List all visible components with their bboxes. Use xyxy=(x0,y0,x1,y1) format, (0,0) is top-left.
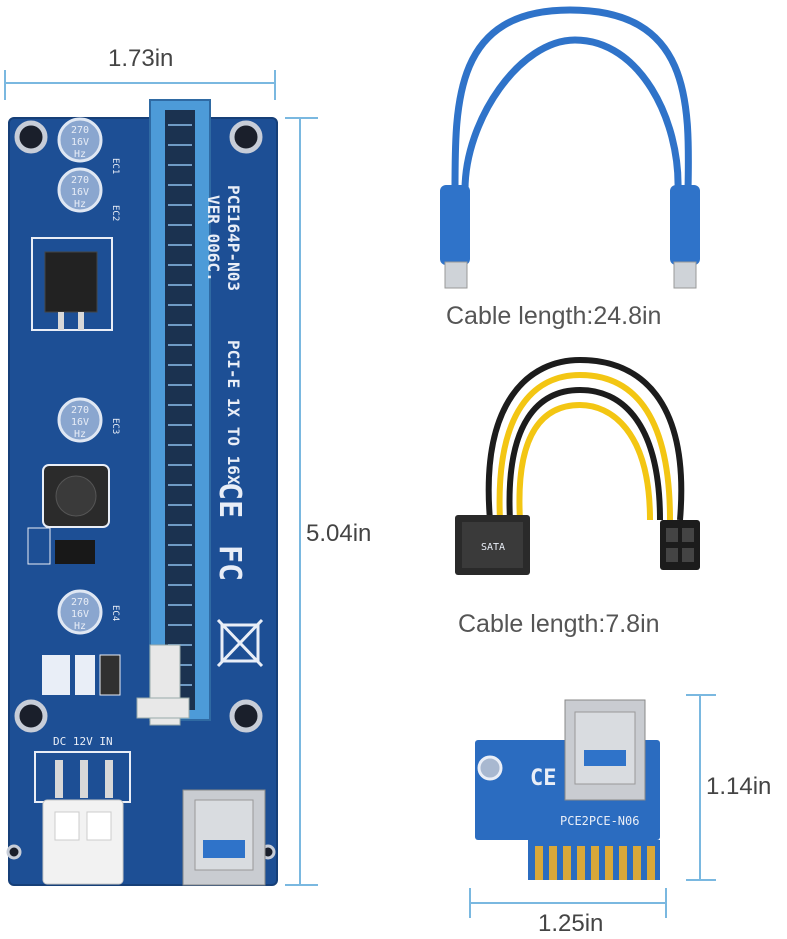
adapter-width-dimension xyxy=(469,888,667,918)
power-cable-length-caption: Cable length:7.8in xyxy=(458,610,660,638)
svg-text:DC 12V IN: DC 12V IN xyxy=(53,735,113,748)
weee-bin-icon xyxy=(216,618,264,668)
ic-chip xyxy=(27,527,95,565)
adapter-width-label: 1.25in xyxy=(538,910,604,937)
inductor xyxy=(42,464,110,528)
riser-height-label: 5.04in xyxy=(306,520,372,547)
mount-hole xyxy=(14,120,48,154)
svg-text:Hz: Hz xyxy=(74,429,86,440)
pcie-x16-slot xyxy=(136,99,211,726)
capacitor: 270 16V Hz xyxy=(57,397,103,443)
svg-text:Hz: Hz xyxy=(74,621,86,632)
adapter-board: CE PCE2PCE-N06 xyxy=(475,699,660,880)
svg-text:16V: 16V xyxy=(71,187,89,198)
svg-text:EC2: EC2 xyxy=(110,205,120,221)
svg-text:SATA: SATA xyxy=(481,542,505,553)
usb-cable-length-caption: Cable length:24.8in xyxy=(446,302,662,330)
svg-text:Hz: Hz xyxy=(74,149,86,160)
riser-width-dimension xyxy=(4,70,276,100)
voltage-regulator xyxy=(31,237,113,331)
mount-hole xyxy=(229,699,263,733)
svg-text:270: 270 xyxy=(71,597,89,608)
adapter-height-dimension xyxy=(686,694,716,881)
svg-text:PCI-E 1X TO 16X: PCI-E 1X TO 16X xyxy=(224,340,243,485)
svg-text:PCE164P-N03: PCE164P-N03 xyxy=(224,185,243,291)
usb-cable xyxy=(440,6,700,289)
svg-text:CE: CE xyxy=(212,482,247,518)
mount-hole xyxy=(229,120,263,154)
capacitor: 270 16V Hz xyxy=(57,589,103,635)
svg-text:16V: 16V xyxy=(71,417,89,428)
dc-power-connector xyxy=(34,751,131,885)
capacitor: 270 16V Hz xyxy=(57,117,103,163)
svg-text:EC4: EC4 xyxy=(110,605,120,621)
svg-text:16V: 16V xyxy=(71,609,89,620)
mount-hole xyxy=(14,699,48,733)
svg-text:FC: FC xyxy=(212,545,247,581)
svg-text:270: 270 xyxy=(71,125,89,136)
usb3-port xyxy=(182,789,266,886)
svg-text:VER 006C.: VER 006C. xyxy=(204,195,223,282)
sata-power-cable: SATA xyxy=(455,356,700,575)
svg-text:16V: 16V xyxy=(71,137,89,148)
svg-text:270: 270 xyxy=(71,175,89,186)
svg-text:EC1: EC1 xyxy=(110,158,120,174)
adapter-height-label: 1.14in xyxy=(706,773,772,800)
svg-text:Hz: Hz xyxy=(74,199,86,210)
riser-width-label: 1.73in xyxy=(108,45,174,72)
riser-board: 270 16V Hz 270 16V Hz 270 16V Hz 270 16V… xyxy=(6,99,278,886)
svg-text:CE: CE xyxy=(530,766,557,791)
svg-text:270: 270 xyxy=(71,405,89,416)
svg-text:EC3: EC3 xyxy=(110,418,120,434)
svg-text:PCE2PCE-N06: PCE2PCE-N06 xyxy=(560,814,639,828)
capacitor: 270 16V Hz xyxy=(57,167,103,213)
riser-height-dimension xyxy=(285,117,318,886)
